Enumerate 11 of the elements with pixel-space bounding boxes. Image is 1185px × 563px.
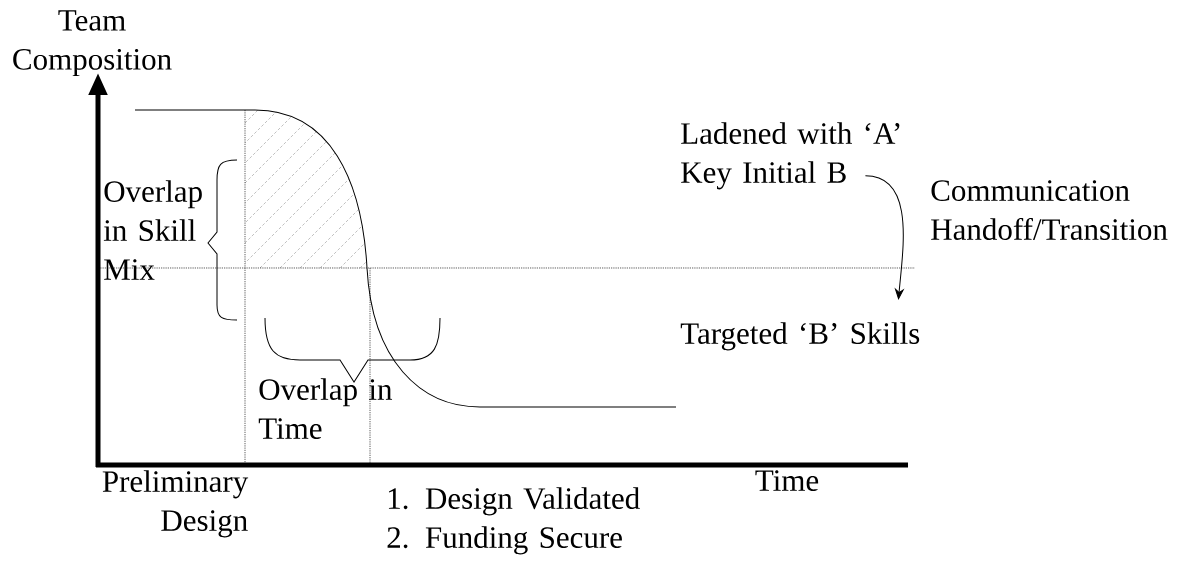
axis-label: Preliminary Design [102, 470, 249, 538]
curved-arrow [864, 175, 904, 300]
axis-label: Overlap in Skill Mix [103, 180, 202, 280]
axis-label: Team Composition [13, 10, 172, 77]
edge-label: Communication Handoff/Transition [931, 180, 1168, 240]
axis-label: 1. Design Validated [388, 487, 640, 516]
axis-label: Time [755, 470, 819, 491]
text-label: Ladened with ‘A’ Key Initial B [681, 122, 900, 190]
axis-label: 2. Funding Secure [387, 526, 622, 555]
axis-label: Overlap in Time [258, 378, 393, 439]
text-label: Targeted ‘B’ Skills [680, 322, 920, 351]
